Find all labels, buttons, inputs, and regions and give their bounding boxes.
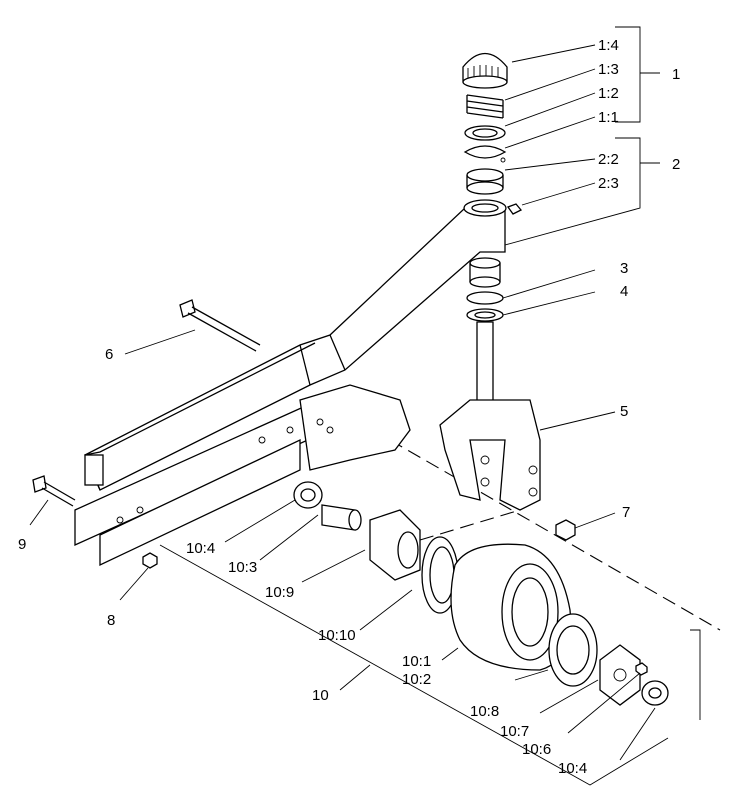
label-10-4-right: 10:4	[558, 760, 587, 777]
wheel-hub	[369, 509, 421, 581]
wheel-bearing-right	[641, 680, 669, 706]
label-10-3: 10:3	[228, 559, 257, 576]
group-brackets	[504, 26, 660, 246]
label-2-2: 2:2	[598, 151, 619, 168]
label-1-1: 1:1	[598, 109, 619, 126]
label-10-2: 10:2	[402, 671, 431, 688]
label-10-8: 10:8	[470, 703, 499, 720]
caster-housing	[463, 199, 507, 217]
grease-fitting	[506, 203, 523, 215]
fork-arm	[84, 207, 506, 491]
label-1-4: 1:4	[598, 37, 619, 54]
rim-half	[548, 613, 598, 687]
nut-8	[142, 552, 158, 569]
label-10: 10	[312, 687, 329, 704]
leader-lines	[29, 44, 656, 761]
label-10-7: 10:7	[500, 723, 529, 740]
wheel-assembly-bracket-line	[159, 544, 669, 786]
lower-bearings	[466, 257, 504, 322]
label-2: 2	[672, 156, 680, 173]
callout-labels: 1:4 1:3 1:2 1:1 1 2:2 2:3 2 3 4 5 6 7 8 …	[18, 37, 680, 777]
mounting-plates	[74, 384, 411, 567]
label-9: 9	[18, 536, 26, 553]
nut-7	[555, 519, 576, 541]
label-1-3: 1:3	[598, 61, 619, 78]
label-7: 7	[622, 504, 630, 521]
bolt-6	[179, 299, 261, 352]
wheel-bearing-left	[293, 481, 323, 509]
tire	[450, 543, 572, 671]
label-1-2: 1:2	[598, 85, 619, 102]
rim-flange	[599, 644, 648, 706]
spring	[466, 94, 504, 119]
label-10-1: 10:1	[402, 653, 431, 670]
label-1: 1	[672, 66, 680, 83]
caster-fork	[439, 321, 541, 511]
label-5: 5	[620, 403, 628, 420]
wheel-box-edge	[690, 629, 701, 720]
label-2-3: 2:3	[598, 175, 619, 192]
upper-bearing	[466, 168, 504, 195]
label-10-4-left: 10:4	[186, 540, 215, 557]
label-3: 3	[620, 260, 628, 277]
bolt-9	[32, 475, 76, 507]
label-10-10: 10:10	[318, 627, 356, 644]
washers-upper	[463, 125, 507, 163]
label-10-6: 10:6	[522, 741, 551, 758]
label-6: 6	[105, 346, 113, 363]
label-8: 8	[107, 612, 115, 629]
spacer-tube	[321, 504, 362, 531]
dust-cap	[462, 52, 508, 89]
label-10-9: 10:9	[265, 584, 294, 601]
label-4: 4	[620, 283, 628, 300]
